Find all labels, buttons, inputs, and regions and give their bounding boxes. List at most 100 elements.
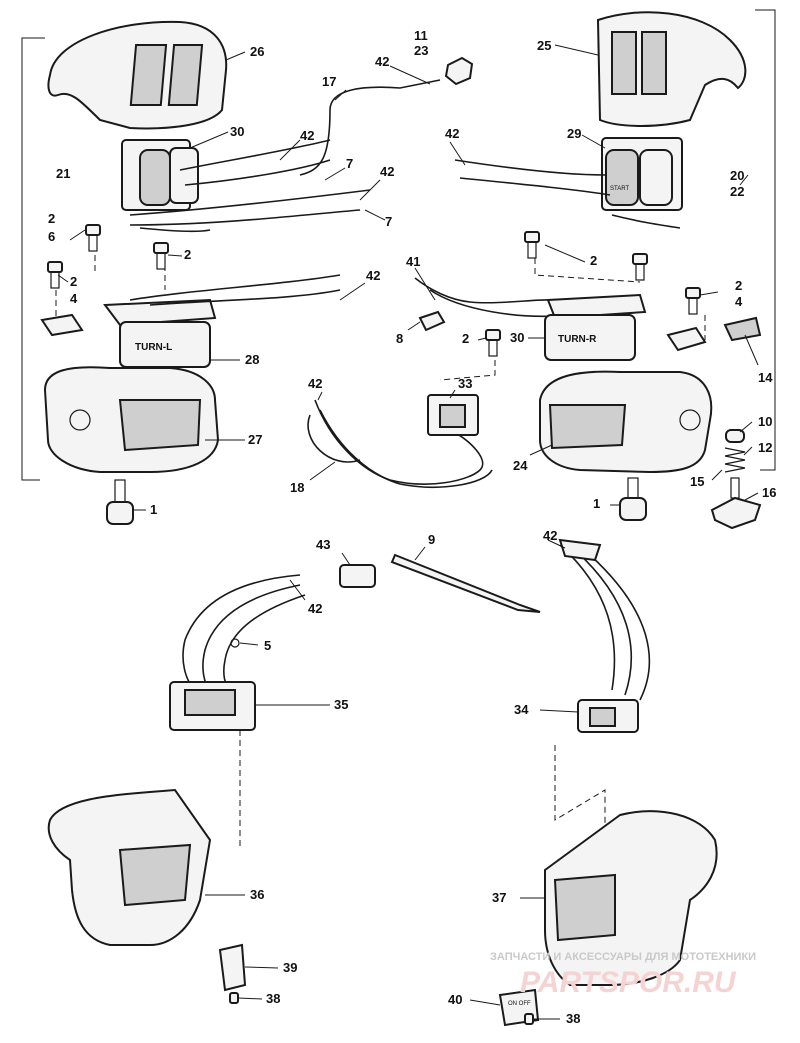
lever-39 [218,943,247,992]
cable-tie-9 [390,553,541,613]
callout-16: 16 [762,485,776,500]
callout-25: 25 [537,38,551,53]
screw-2-4-left [47,261,63,289]
callout-4-left: 4 [70,291,78,306]
screw-1-left [106,479,134,525]
callout-23: 23 [414,43,428,58]
callout-14: 14 [758,370,773,385]
callout-30-upper: 30 [230,124,244,139]
screw-1-right [619,477,647,521]
screw-38-right [524,1013,534,1025]
callout-28: 28 [245,352,259,367]
screw-2-right-a [524,231,540,259]
lower-housing-24 [539,370,713,474]
lower-housing-36 [47,788,212,946]
callout-42-harness: 42 [308,376,322,391]
callout-2-c: 2 [70,274,77,289]
switch-35 [169,638,256,731]
turn-right-label: TURN-R [558,334,597,345]
lever-14 [723,316,762,342]
callout-42-upper-right: 42 [445,126,459,141]
callout-8: 8 [396,331,403,346]
callout-2-f: 2 [462,331,469,346]
callout-15: 15 [690,474,704,489]
callout-35: 35 [334,697,348,712]
callout-10: 10 [758,414,772,429]
callout-5: 5 [264,638,271,653]
callout-17: 17 [322,74,336,89]
watermark-tagline: ЗАПЧАСТИ И АКСЕССУАРЫ ДЛЯ МОТОТЕХНИКИ [490,951,756,963]
callout-38-left: 38 [266,991,280,1006]
callout-2-e: 2 [735,278,742,293]
screw-38-left [229,992,239,1004]
callout-2-b: 2 [184,247,191,262]
callout-12: 12 [758,440,772,455]
knob-16 [710,477,762,530]
connector-8 [418,310,446,332]
callout-29: 29 [567,126,581,141]
left-group-bracket [21,37,45,481]
callout-42-lower-left: 42 [308,601,322,616]
lower-housing-37 [544,810,718,986]
clip-4-left [40,313,84,337]
switch-29-upper: START [601,137,683,211]
right-group-bracket [755,9,776,471]
screw-2-left [153,242,169,270]
callout-22: 22 [730,184,744,199]
switch-cover-25 [596,11,747,127]
callout-43: 43 [316,537,330,552]
callout-37: 37 [492,890,506,905]
screw-2-6 [85,224,101,252]
callout-2-a: 2 [48,211,55,226]
callout-40: 40 [448,992,462,1007]
callout-21: 21 [56,166,70,181]
callout-42-top: 42 [375,54,389,69]
terminal-11-23 [444,56,474,86]
callout-42-lower-right: 42 [543,528,557,543]
screw-2-right-b [632,253,648,281]
callout-4-right: 4 [735,294,743,309]
callout-2-d: 2 [590,253,597,268]
callout-6: 6 [48,229,55,244]
lower-housing-27 [43,366,220,473]
callout-7-b: 7 [385,214,392,229]
callout-18: 18 [290,480,304,495]
turn-right-switch-30: TURN-R [544,293,647,361]
callout-41: 41 [406,254,420,269]
callout-7-a: 7 [346,156,353,171]
callout-26: 26 [250,44,264,59]
callout-36: 36 [250,887,264,902]
clip-4-right [666,326,707,352]
connector-43 [339,564,376,588]
callout-42-mid: 42 [380,164,394,179]
callout-1-right: 1 [593,496,600,511]
callout-1-left: 1 [150,502,157,517]
callout-34: 34 [514,702,529,717]
leader-lines [57,65,759,1020]
callout-27: 27 [248,432,262,447]
switch-30-upper [121,139,199,211]
callout-11: 11 [414,28,428,43]
callout-20: 20 [730,168,744,183]
switch-cover-26 [47,20,228,130]
callout-38-right: 38 [566,1011,580,1026]
lever-40-marking: ON OFF [508,1001,531,1007]
callout-9: 9 [428,532,435,547]
callout-24: 24 [513,458,528,473]
switch-33 [427,394,479,436]
callout-39: 39 [283,960,297,975]
watermark-brand: PARTSPOR.RU [520,966,737,999]
screw-2-4-right [685,287,701,315]
callout-33: 33 [458,376,472,391]
spring-12 [724,447,746,473]
callout-42-left-switch: 42 [366,268,380,283]
switch-34 [577,699,639,733]
spring-10 [725,429,745,443]
screw-2-middle [485,329,501,357]
callout-42-upper-left: 42 [300,128,314,143]
turn-left-switch-28: TURN-L [103,298,217,368]
callout-30-lower: 30 [510,330,524,345]
turn-left-label: TURN-L [135,342,172,353]
switch-29-start-label: START [610,186,629,192]
